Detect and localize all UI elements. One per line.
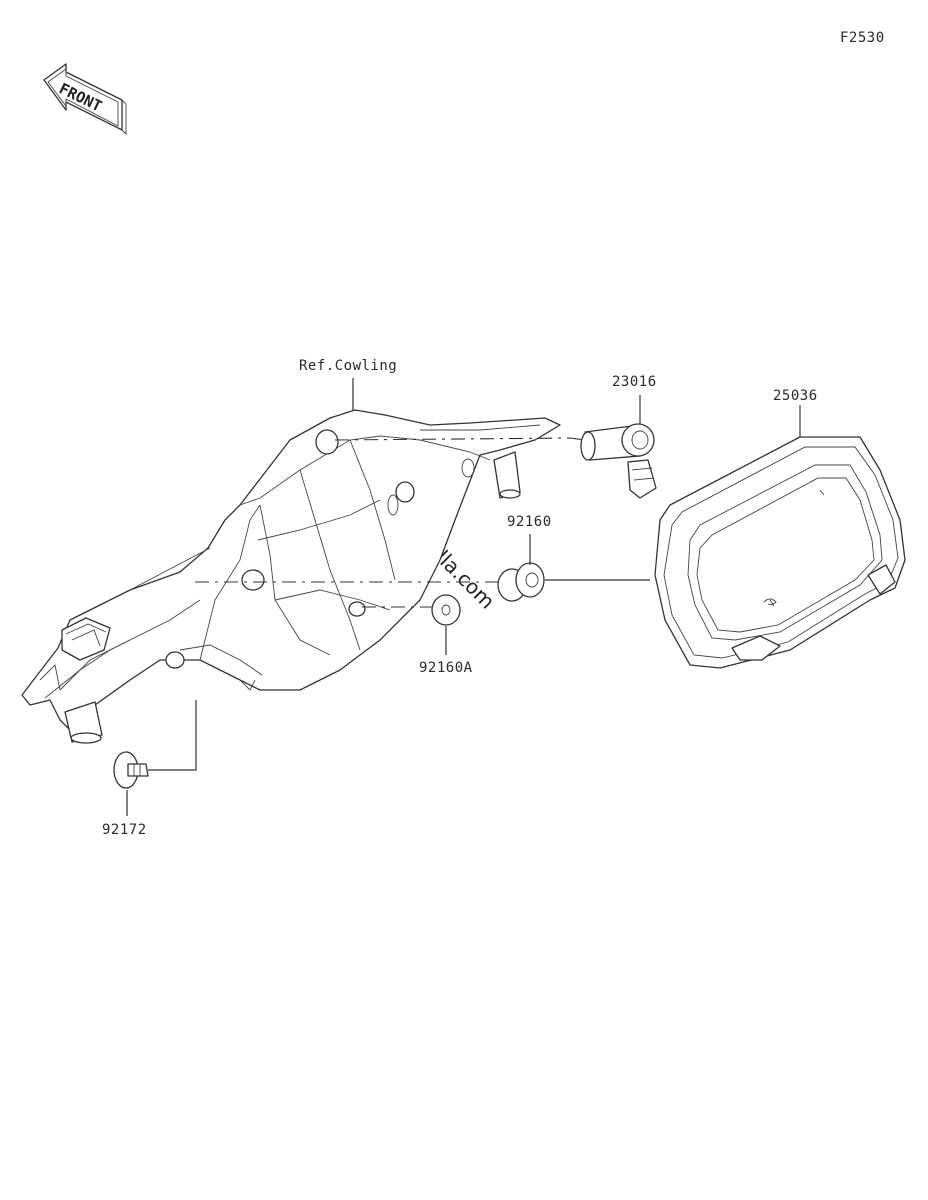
- callout-23016[interactable]: 23016: [612, 374, 657, 390]
- callout-92160[interactable]: 92160: [507, 514, 552, 530]
- callout-92172[interactable]: 92172: [102, 822, 147, 838]
- callout-ref-cowling[interactable]: Ref.Cowling: [299, 358, 398, 374]
- diagram-code: F2530: [840, 30, 885, 46]
- meter-bracket[interactable]: [21, 409, 561, 744]
- callout-92160a[interactable]: 92160A: [419, 660, 473, 676]
- leader-lines: [126, 378, 801, 816]
- callout-25036[interactable]: 25036: [773, 388, 818, 404]
- part-25036-meter[interactable]: [654, 436, 906, 669]
- part-92160-grommet[interactable]: [497, 562, 545, 602]
- front-arrow-icon: FRONT: [43, 63, 127, 136]
- part-23016-socket[interactable]: [580, 423, 657, 499]
- part-92172-bolt[interactable]: [113, 751, 149, 789]
- part-92160a-washer[interactable]: [431, 594, 461, 626]
